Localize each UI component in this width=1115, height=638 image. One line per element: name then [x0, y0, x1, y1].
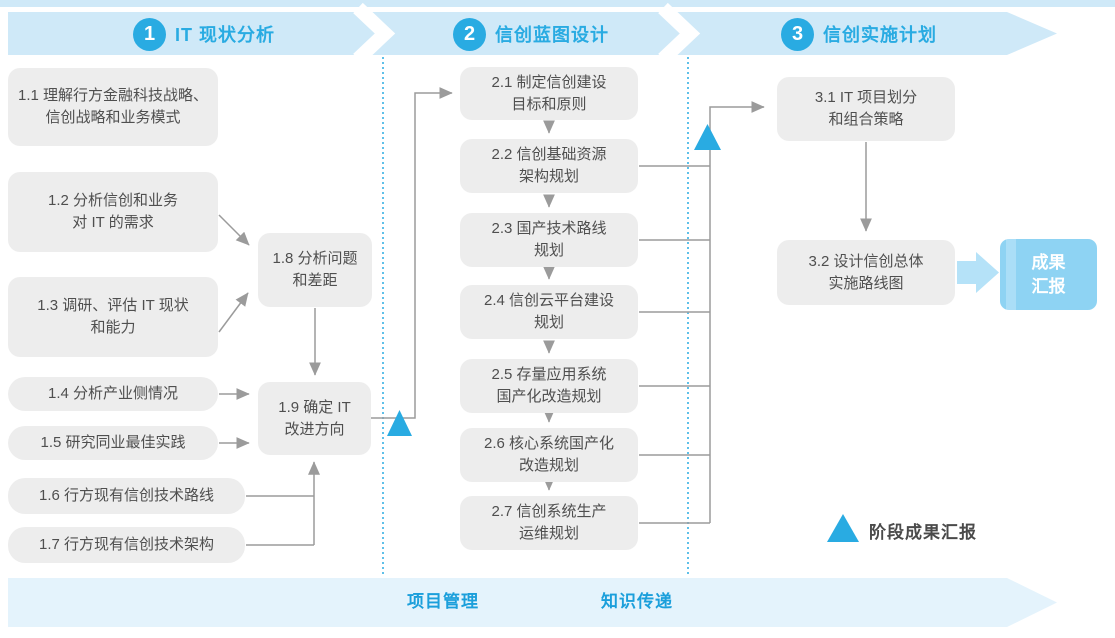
box-line: 信创战略和业务模式	[45, 109, 181, 126]
step-box-1-7: 1.7 行方现有信创技术架构	[8, 527, 245, 563]
box-line: 2.4 信创云平台建设	[483, 292, 615, 309]
phase3-number-badge: 3	[781, 17, 814, 51]
box-line: 规划	[533, 242, 564, 259]
box-line: 2.3 国产技术路线	[491, 220, 607, 237]
phase2-number-badge: 2	[453, 17, 486, 51]
step-box-1-2: 1.2 分析信创和业务 对 IT 的需求	[8, 172, 218, 252]
banner-chevron-separator-2	[658, 2, 701, 65]
top-edge-strip	[0, 0, 1115, 7]
box-line: 3.1 IT 项目划分	[814, 89, 918, 106]
step-box-1-5: 1.5 研究同业最佳实践	[8, 426, 218, 460]
phase3-title: 信创实施计划	[823, 25, 937, 45]
step-box-3-1: 3.1 IT 项目划分 和组合策略	[777, 77, 955, 141]
box-line: 1.5 研究同业最佳实践	[40, 434, 186, 451]
box-line: 2.5 存量应用系统	[491, 366, 607, 383]
box-line: 1.3 调研、评估 IT 现状	[37, 297, 189, 314]
box-line: 2.1 制定信创建设	[491, 73, 607, 91]
step-box-1-4: 1.4 分析产业侧情况	[8, 377, 218, 411]
step-box-2-5: 2.5 存量应用系统 国产化改造规划	[460, 359, 638, 413]
box-line: 和组合策略	[828, 111, 904, 128]
phase1-title: IT 现状分析	[175, 25, 275, 45]
footer-banner-arrow	[8, 578, 1057, 627]
step-box-2-1: 2.1 制定信创建设 目标和原则	[460, 67, 638, 120]
step-box-1-9: 1.9 确定 IT 改进方向	[258, 382, 371, 455]
box-line: 和差距	[292, 272, 338, 289]
step-box-2-6: 2.6 核心系统国产化 改造规划	[460, 428, 638, 482]
box-line: 1.4 分析产业侧情况	[47, 385, 179, 402]
box-line: 2.6 核心系统国产化	[483, 435, 615, 452]
phase3-header: 3 信创实施计划	[781, 17, 937, 51]
connector-trunk-to-3-1	[709, 101, 765, 523]
step-box-1-1: 1.1 理解行方金融科技战略、 信创战略和业务模式	[8, 68, 218, 146]
box-line: 1.6 行方现有信创技术路线	[38, 487, 215, 504]
box-line: 3.2 设计信创总体	[808, 252, 924, 270]
result-fat-arrow-icon	[957, 252, 999, 293]
banner-chevron-separator-1	[353, 2, 396, 65]
step-box-1-6: 1.6 行方现有信创技术路线	[8, 478, 245, 514]
connector-1-3-to-1-8	[218, 292, 249, 333]
box-line: 改进方向	[284, 420, 345, 438]
footer-label-project-management: 项目管理	[407, 592, 479, 611]
milestone-triangle-phase1	[387, 410, 412, 436]
box-line: 国产化改造规划	[496, 388, 602, 405]
box-line: 架构规划	[518, 168, 579, 185]
legend-label: 阶段成果汇报	[869, 523, 977, 542]
box-line: 1.2 分析信创和业务	[47, 192, 179, 209]
step-box-2-7: 2.7 信创系统生产 运维规划	[460, 496, 638, 550]
connector-1-2-to-1-8	[218, 214, 250, 246]
box-line: 成果	[1031, 252, 1066, 272]
box-line: 1.9 确定 IT	[278, 398, 351, 416]
box-line: 实施路线图	[828, 274, 904, 292]
step-box-2-2: 2.2 信创基础资源 架构规划	[460, 139, 638, 193]
box-line: 2.7 信创系统生产	[491, 503, 607, 520]
box-line: 1.7 行方现有信创技术架构	[38, 536, 215, 553]
result-report-box: 成果 汇报	[1000, 239, 1097, 310]
phase2-header: 2 信创蓝图设计	[453, 17, 609, 51]
box-line: 目标和原则	[511, 95, 587, 113]
phase1-header: 1 IT 现状分析	[133, 17, 275, 51]
phase1-number-badge: 1	[133, 17, 166, 51]
footer-label-knowledge-transfer: 知识传递	[601, 592, 673, 611]
step-box-3-2: 3.2 设计信创总体 实施路线图	[777, 240, 955, 305]
box-line: 汇报	[1031, 276, 1066, 296]
legend-triangle-icon	[827, 514, 859, 542]
step-box-2-3: 2.3 国产技术路线 规划	[460, 213, 638, 267]
phase2-title: 信创蓝图设计	[495, 25, 609, 45]
box-line: 和能力	[90, 319, 136, 336]
connector-1-9-to-2-1	[371, 87, 453, 419]
box-line: 对 IT 的需求	[72, 214, 154, 231]
box-line: 运维规划	[518, 525, 579, 542]
box-line: 1.8 分析问题	[272, 250, 358, 267]
step-box-2-4: 2.4 信创云平台建设 规划	[460, 285, 638, 339]
step-box-1-8: 1.8 分析问题 和差距	[258, 233, 372, 307]
box-line: 规划	[533, 314, 564, 331]
box-line: 2.2 信创基础资源	[491, 146, 607, 163]
step-box-1-3: 1.3 调研、评估 IT 现状 和能力	[8, 277, 218, 357]
box-line: 1.1 理解行方金融科技战略、	[17, 87, 209, 104]
box-line: 改造规划	[518, 457, 579, 474]
milestone-triangle-phase2	[694, 124, 721, 150]
